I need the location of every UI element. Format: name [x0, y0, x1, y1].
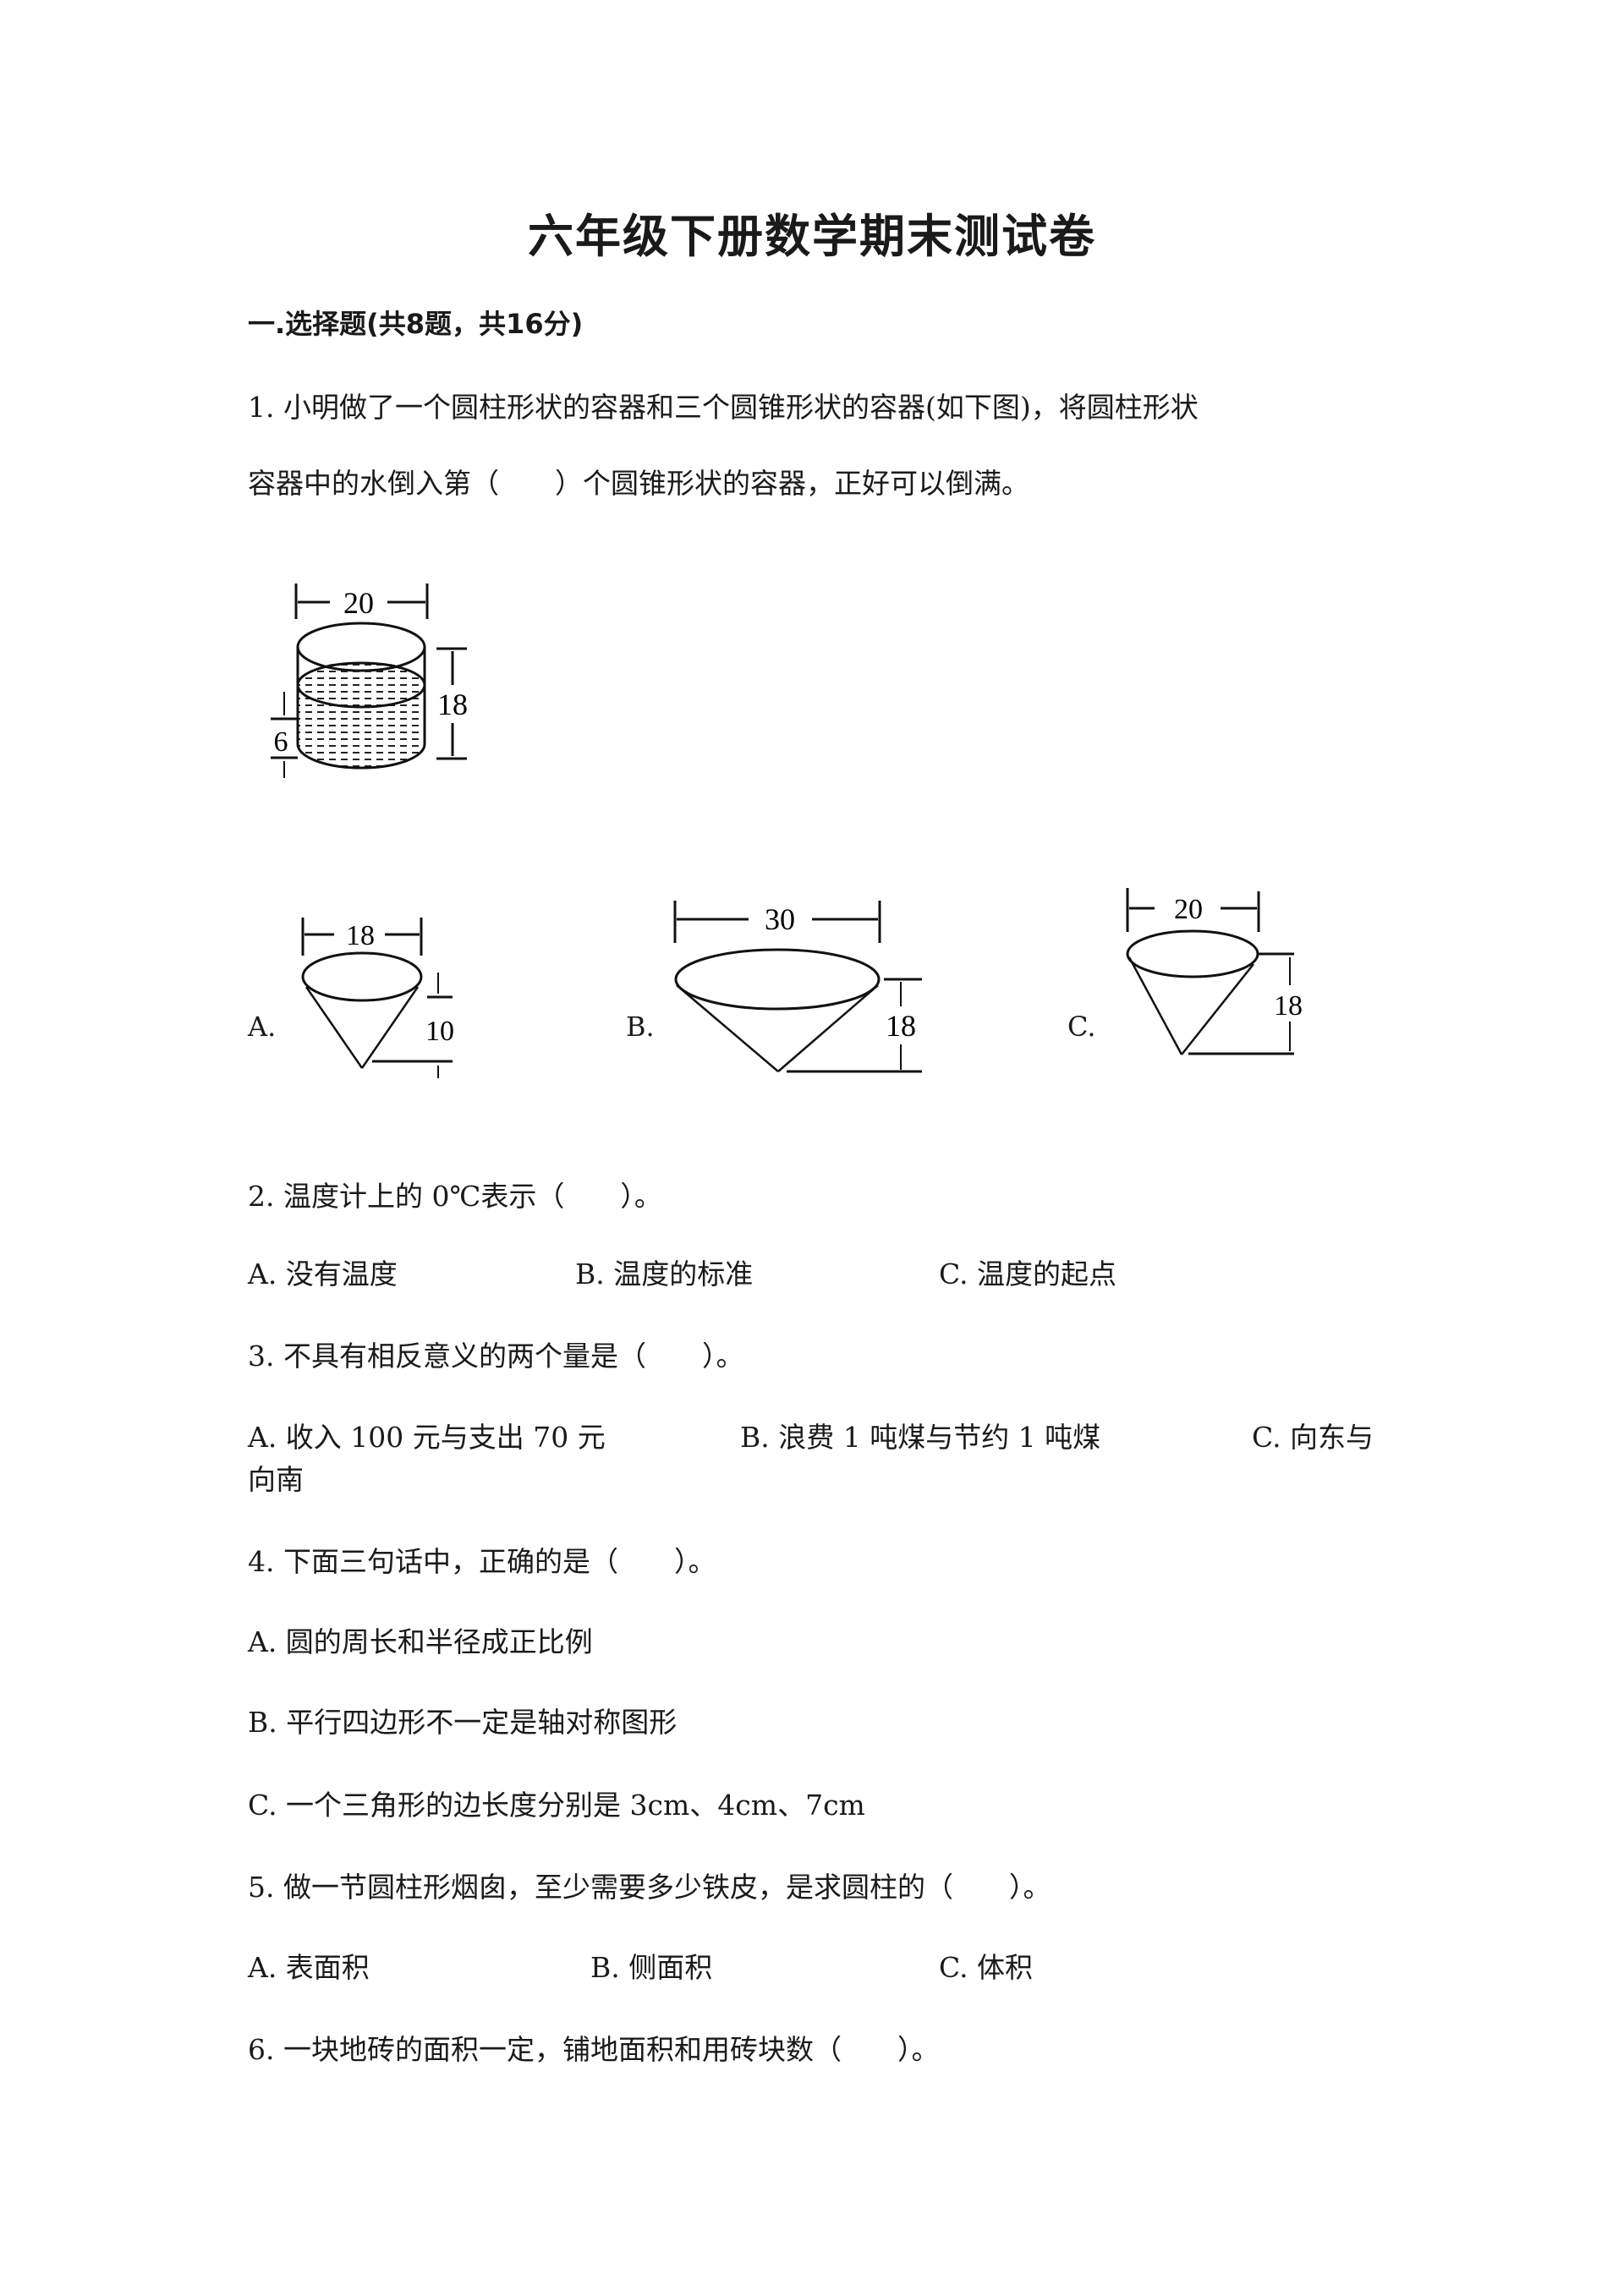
q2-option-b[interactable]: B. 温度的标准 — [575, 1258, 754, 1290]
question-4: 4. 下面三句话中，正确的是（ ）。 — [248, 1545, 716, 1578]
svg-text:20: 20 — [343, 586, 374, 620]
q4-option-c[interactable]: C. 一个三角形的边长度分别是 3cm、4cm、7cm — [248, 1789, 865, 1822]
question-2: 2. 温度计上的 0℃表示（ ）。 — [248, 1180, 662, 1213]
svg-text:6: 6 — [274, 726, 288, 758]
cylinder-figure: 20 18 6 — [271, 584, 468, 778]
q4-option-b[interactable]: B. 平行四边形不一定是轴对称图形 — [248, 1706, 678, 1739]
q3-option-c-continued: 向南 — [248, 1463, 304, 1496]
question-3: 3. 不具有相反意义的两个量是（ ）。 — [248, 1340, 744, 1373]
q3-option-a[interactable]: A. 收入 100 元与支出 70 元 — [248, 1421, 606, 1454]
svg-text:18: 18 — [437, 688, 468, 721]
q5-option-a[interactable]: A. 表面积 — [248, 1951, 370, 1984]
page-title: 六年级下册数学期末测试卷 — [528, 210, 1096, 263]
question-1-line-2: 容器中的水倒入第（ ）个圆锥形状的容器，正好可以倒满。 — [248, 467, 1029, 500]
cone-c-figure: 20 18 — [1126, 888, 1303, 1055]
q5-option-b[interactable]: B. 侧面积 — [590, 1951, 713, 1984]
svg-text:30: 30 — [765, 902, 795, 936]
q3-option-b[interactable]: B. 浪费 1 吨煤与节约 1 吨煤 — [740, 1421, 1101, 1454]
section-heading: 一.选择题(共8题，共16分) — [248, 308, 584, 340]
question-5: 5. 做一节圆柱形烟囱，至少需要多少铁皮，是求圆柱的（ ）。 — [248, 1871, 1051, 1904]
svg-text:10: 10 — [425, 1016, 454, 1047]
svg-text:20: 20 — [1174, 894, 1203, 925]
question-1-line-1: 1. 小明做了一个圆柱形状的容器和三个圆锥形状的容器(如下图)，将圆柱形状 — [248, 391, 1199, 424]
cone-a-figure: 18 10 — [301, 918, 454, 1078]
cone-b-figure: 30 18 — [673, 901, 922, 1073]
q3-option-c[interactable]: C. 向东与 — [1252, 1421, 1374, 1454]
cone-option-c-label[interactable]: C. — [1067, 1011, 1096, 1043]
question-6: 6. 一块地砖的面积一定，铺地面积和用砖块数（ ）。 — [248, 2033, 940, 2066]
q2-option-a[interactable]: A. 没有温度 — [248, 1258, 398, 1290]
q5-option-c[interactable]: C. 体积 — [939, 1951, 1034, 1984]
svg-text:18: 18 — [886, 1009, 916, 1043]
svg-text:18: 18 — [346, 920, 375, 951]
cone-option-b-label[interactable]: B. — [626, 1011, 655, 1043]
cone-option-a-label[interactable]: A. — [248, 1011, 277, 1043]
q2-option-c[interactable]: C. 温度的起点 — [939, 1258, 1117, 1290]
q4-option-a[interactable]: A. 圆的周长和半径成正比例 — [248, 1625, 593, 1658]
svg-text:18: 18 — [1274, 990, 1303, 1022]
